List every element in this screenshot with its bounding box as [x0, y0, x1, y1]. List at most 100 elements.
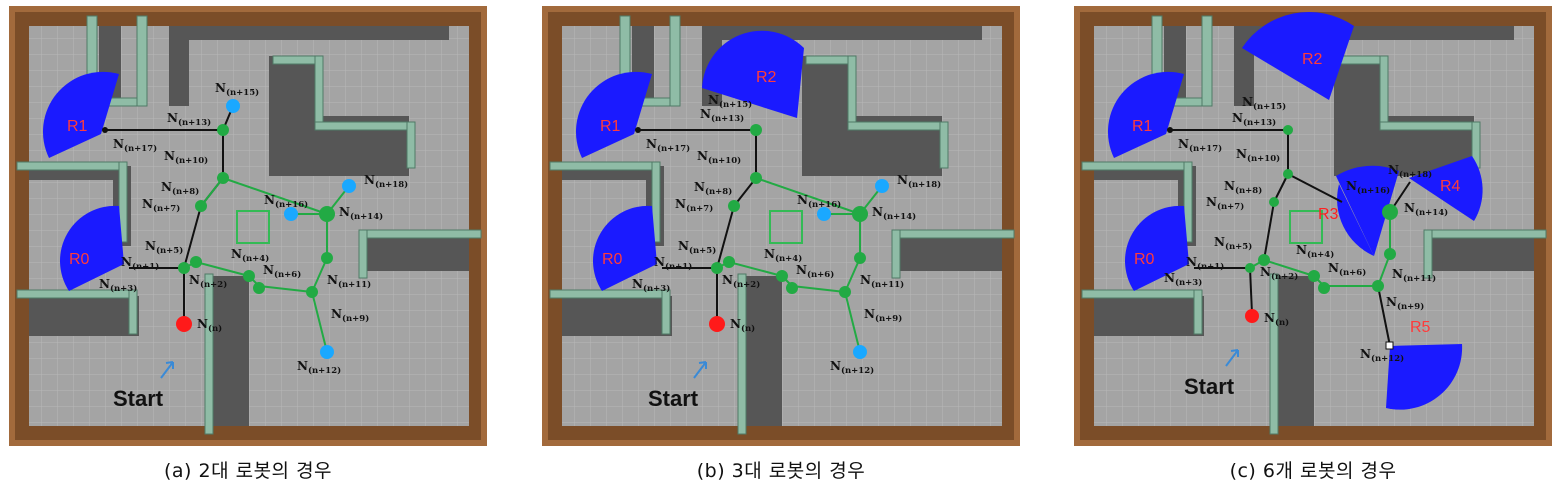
- node-labels-a: N(n+15) N(n+13) N(n+17) N(n+10) N(n+18) …: [99, 81, 408, 376]
- robot-r1-label: R1: [1132, 118, 1153, 135]
- label-n3: N(n+3): [632, 277, 670, 294]
- node-n18: [875, 179, 889, 193]
- robot-r2-sector: [702, 30, 804, 118]
- label-n10: N(n+10): [164, 149, 208, 166]
- node-n13: [750, 124, 762, 136]
- node-n11: [854, 252, 866, 264]
- label-n: N(n): [730, 317, 755, 334]
- robot-r2-label: R2: [756, 69, 777, 86]
- label-n18: N(n+18): [364, 173, 408, 190]
- label-n9: N(n+9): [1386, 295, 1424, 312]
- maze-shadows: [1094, 26, 1534, 426]
- target-box: [236, 210, 270, 244]
- robot-r5-sector: [1386, 344, 1463, 410]
- maze-walls: [16, 15, 482, 435]
- robot-r1-label: R1: [600, 118, 621, 135]
- label-n3: N(n+3): [99, 277, 137, 294]
- label-n6: N(n+6): [1328, 261, 1366, 278]
- node-n14: [852, 206, 868, 222]
- start-arrow-icon: [160, 361, 174, 379]
- robot-r1-label: R1: [67, 118, 88, 135]
- start-label: Start: [113, 386, 164, 411]
- robot-r1-sector: [575, 71, 652, 158]
- robot-r5-label: R5: [1410, 319, 1431, 336]
- label-n10: N(n+10): [697, 149, 741, 166]
- node-n14: [319, 206, 335, 222]
- label-n17: N(n+17): [646, 137, 690, 154]
- caption-a: (a) 2대 로봇의 경우: [163, 460, 333, 482]
- node-n6: [776, 270, 788, 282]
- nodes-c: [1167, 125, 1398, 350]
- label-n1: N(n+1): [121, 255, 159, 272]
- target-box: [1289, 210, 1323, 244]
- label-n14: N(n+14): [872, 205, 916, 222]
- target-box: [769, 210, 803, 244]
- label-n18: N(n+18): [1388, 163, 1432, 180]
- map-c: R2 R1 R4 R3 R0 R5: [1074, 6, 1552, 446]
- robot-r0-sector: [1125, 205, 1189, 291]
- label-n7: N(n+7): [142, 197, 180, 214]
- panel-a: R1 R0: [9, 6, 487, 450]
- label-n9: N(n+9): [864, 307, 902, 324]
- node-n7: [1269, 197, 1279, 207]
- label-n1: N(n+1): [1186, 255, 1224, 272]
- label-n15: N(n+15): [1242, 95, 1286, 112]
- label-n12: N(n+12): [297, 359, 341, 376]
- maze-walls: [549, 15, 1015, 435]
- robot-r0-label: R0: [1134, 251, 1155, 268]
- robot-r2-label: R2: [1302, 51, 1323, 68]
- node-n12: [853, 345, 867, 359]
- node-n9: [1372, 280, 1384, 292]
- node-n5: [190, 256, 202, 268]
- node-n: [176, 316, 192, 332]
- node-n11: [321, 252, 333, 264]
- label-n15: N(n+15): [215, 81, 259, 98]
- node-n1: [1245, 263, 1255, 273]
- node-n7: [728, 200, 740, 212]
- label-n4: N(n+4): [231, 247, 269, 264]
- node-n2: [1318, 282, 1330, 294]
- node-n16: [284, 207, 298, 221]
- label-n17: N(n+17): [1178, 137, 1222, 154]
- label-n6: N(n+6): [796, 263, 834, 280]
- robot-r3-sector: [1336, 165, 1399, 256]
- nodes-a: [102, 99, 356, 359]
- node-n13: [217, 124, 229, 136]
- robot-r4-sector: [1409, 156, 1483, 221]
- node-n11: [1384, 248, 1396, 260]
- node-n17: [635, 127, 641, 133]
- node-n2: [253, 282, 265, 294]
- node-n12: [320, 345, 334, 359]
- node-n10: [217, 172, 229, 184]
- label-n14: N(n+14): [339, 205, 383, 222]
- label-n13: N(n+13): [700, 107, 744, 124]
- label-n9: N(n+9): [331, 307, 369, 324]
- label-n2: N(n+2): [1260, 265, 1298, 282]
- maze-walls: [1081, 15, 1547, 435]
- node-n1: [178, 262, 190, 274]
- label-n3: N(n+3): [1164, 271, 1202, 288]
- label-n6: N(n+6): [263, 263, 301, 280]
- robot-r0-label: R0: [69, 251, 90, 268]
- node-n: [1245, 309, 1259, 323]
- start-label: Start: [648, 386, 699, 411]
- label-n: N(n): [1264, 311, 1289, 328]
- node-n15: [226, 99, 240, 113]
- node-n7: [195, 200, 207, 212]
- label-n12: N(n+12): [830, 359, 874, 376]
- label-n1: N(n+1): [654, 255, 692, 272]
- robot-r1-sector: [1107, 71, 1184, 158]
- node-n5: [1258, 254, 1270, 266]
- nodes-b: [635, 124, 889, 359]
- label-n15: N(n+15): [708, 93, 752, 110]
- node-labels-b: N(n+15) N(n+13) N(n+17) N(n+10) N(n+18) …: [632, 93, 941, 376]
- node-n6: [243, 270, 255, 282]
- node-n1: [711, 262, 723, 274]
- node-n10: [1283, 169, 1293, 179]
- robot-r1-sector: [42, 71, 119, 158]
- label-n16: N(n+16): [797, 193, 841, 210]
- label-n4: N(n+4): [764, 247, 802, 264]
- robot-r2-sector: [1242, 12, 1354, 100]
- label-n5: N(n+5): [1214, 235, 1252, 252]
- label-n17: N(n+17): [113, 137, 157, 154]
